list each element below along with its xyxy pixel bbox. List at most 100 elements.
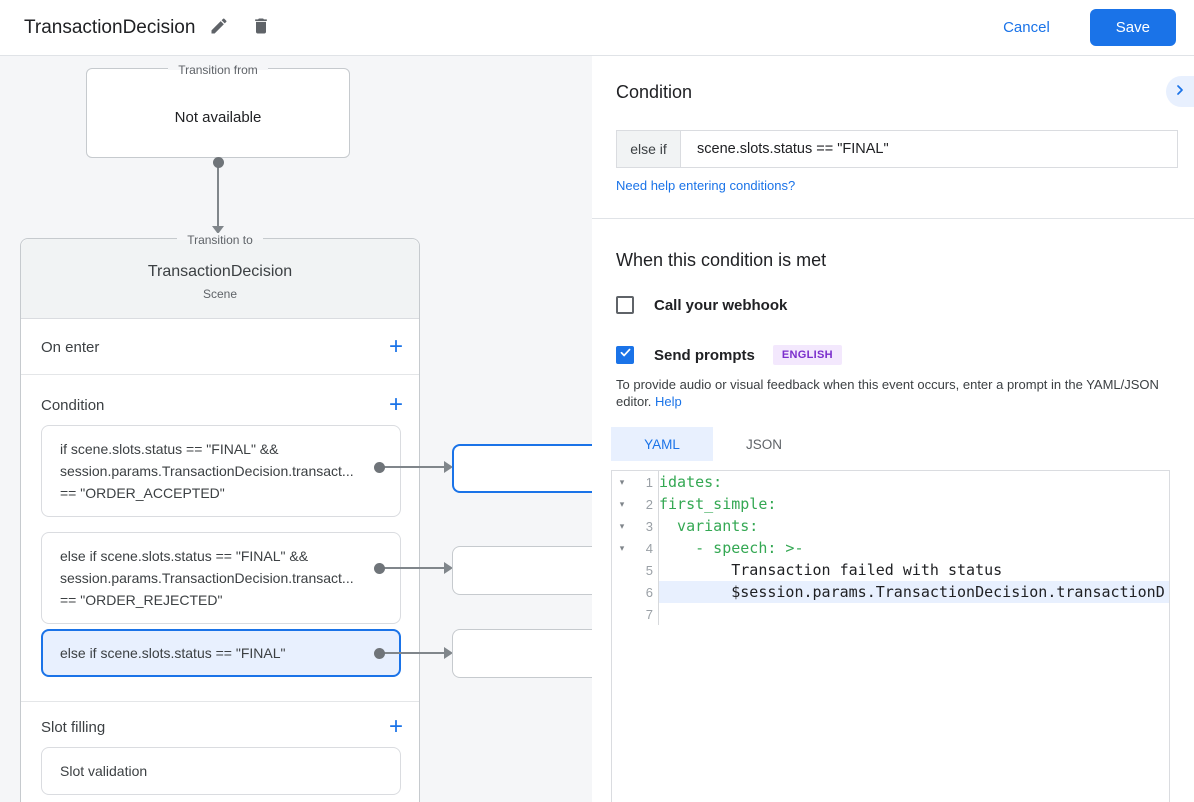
gutter-divider (658, 581, 659, 603)
yaml-code-editor[interactable]: ▾ 1 idates: ▾ 2 first_simple: ▾ 3 varian… (611, 470, 1170, 802)
condition-prefix: else if (617, 131, 681, 167)
connector-dot (374, 563, 385, 574)
when-met-title: When this condition is met (616, 250, 827, 270)
divider (21, 374, 419, 375)
condition-text-line: session.params.TransactionDecision.trans… (60, 570, 354, 586)
fold-arrow-icon[interactable]: ▾ (619, 520, 625, 531)
scene-card-subtitle: Scene (202, 287, 238, 301)
transition-target-box[interactable] (452, 444, 593, 493)
check-icon (619, 346, 632, 364)
chevron-right-icon (1172, 82, 1188, 101)
code-text: Transaction failed with status (659, 561, 1003, 579)
cancel-button[interactable]: Cancel (985, 11, 1068, 44)
condition-text-line: else if scene.slots.status == "FINAL" && (60, 548, 309, 564)
connector-dot (374, 462, 385, 473)
fold-arrow-icon[interactable]: ▾ (619, 476, 625, 487)
top-bar: TransactionDecision Cancel Save (0, 0, 1194, 56)
prompt-description: To provide audio or visual feedback when… (616, 376, 1172, 410)
divider (21, 701, 419, 702)
slot-filling-label: Slot filling (41, 718, 106, 736)
slot-filling-header: Slot filling + (41, 713, 403, 740)
transition-from-content: Not available (174, 109, 262, 126)
arrow-down-icon (212, 226, 224, 234)
arrow-right-icon (444, 562, 453, 574)
gutter-divider (658, 493, 659, 515)
transition-target-box[interactable] (452, 546, 593, 595)
transition-target-box[interactable] (452, 629, 593, 678)
code-text: $session.params.TransactionDecision.tran… (659, 581, 1169, 603)
code-text: variants: (659, 517, 759, 535)
send-prompts-label: Send prompts (654, 346, 755, 364)
connector-line (380, 652, 446, 654)
divider (592, 218, 1194, 219)
pencil-icon (209, 16, 229, 39)
page-title: TransactionDecision (24, 16, 196, 38)
condition-detail-panel: Condition else if Need help entering con… (592, 56, 1194, 802)
delete-scene-button[interactable] (243, 10, 279, 46)
add-on-enter-button[interactable]: + (388, 333, 403, 360)
edit-title-button[interactable] (201, 10, 237, 46)
line-number: 2 (645, 496, 653, 512)
call-webhook-checkbox[interactable] (616, 296, 634, 314)
tab-yaml[interactable]: YAML (611, 427, 713, 461)
line-number: 4 (645, 540, 653, 556)
code-line: ▾ 4 - speech: >- (612, 537, 1169, 559)
conditions-help-link[interactable]: Need help entering conditions? (616, 178, 796, 193)
condition-text-line: session.params.TransactionDecision.trans… (60, 463, 354, 479)
line-number: 5 (645, 562, 653, 578)
topbar-actions: Cancel Save (985, 9, 1176, 46)
condition-section-label: Condition (41, 396, 105, 414)
gutter-divider (658, 559, 659, 581)
gutter-divider (658, 471, 659, 493)
condition-input-group: else if (616, 130, 1178, 168)
line-number: 3 (645, 518, 653, 534)
code-line: 5 Transaction failed with status (612, 559, 1169, 581)
condition-expression-input[interactable] (681, 131, 1177, 167)
code-line-highlighted: 6 $session.params.TransactionDecision.tr… (612, 581, 1169, 603)
scene-card-header[interactable]: TransactionDecision Scene (21, 239, 419, 319)
language-badge: ENGLISH (772, 345, 842, 365)
transition-from-legend: Transition from (168, 63, 268, 77)
condition-text-line: == "ORDER_REJECTED" (60, 592, 223, 608)
collapse-panel-button[interactable] (1166, 76, 1194, 107)
connector-line (217, 162, 219, 228)
line-number: 7 (645, 606, 653, 622)
trash-icon (251, 16, 271, 39)
code-text: - speech: >- (659, 539, 804, 557)
code-line: ▾ 3 variants: (612, 515, 1169, 537)
condition-item-rejected[interactable]: else if scene.slots.status == "FINAL" &&… (41, 532, 401, 624)
condition-section-header: Condition + (41, 391, 403, 418)
on-enter-label: On enter (41, 338, 100, 356)
connector-line (380, 567, 446, 569)
panel-title: Condition (616, 82, 693, 102)
condition-text-line: if scene.slots.status == "FINAL" && (60, 441, 279, 457)
prompt-description-text: To provide audio or visual feedback when… (616, 377, 1159, 409)
editor-tabs: YAML JSON (611, 427, 815, 461)
code-line: 7 (612, 603, 1169, 625)
scene-canvas: Transition from Not available Transition… (0, 56, 593, 802)
code-text: first_simple: (659, 495, 777, 513)
tab-json[interactable]: JSON (745, 436, 782, 452)
fold-arrow-icon[interactable]: ▾ (619, 498, 625, 509)
gutter-divider (658, 515, 659, 537)
line-number: 6 (645, 584, 653, 600)
arrow-right-icon (444, 647, 453, 659)
add-condition-button[interactable]: + (388, 391, 403, 418)
gutter-divider (658, 537, 659, 559)
save-button[interactable]: Save (1089, 9, 1176, 46)
fold-arrow-icon[interactable]: ▾ (619, 542, 625, 553)
webhook-row: Call your webhook (616, 296, 787, 314)
connector-line (380, 466, 446, 468)
line-number: 1 (645, 474, 653, 490)
connector-dot (374, 648, 385, 659)
condition-text-line: else if scene.slots.status == "FINAL" (60, 645, 286, 661)
transition-to-legend: Transition to (177, 233, 263, 247)
condition-text-line: == "ORDER_ACCEPTED" (60, 485, 225, 501)
code-text: idates: (659, 473, 723, 491)
send-prompts-checkbox[interactable] (616, 346, 634, 364)
help-link[interactable]: Help (655, 394, 682, 409)
condition-item-accepted[interactable]: if scene.slots.status == "FINAL" && sess… (41, 425, 401, 517)
add-slot-button[interactable]: + (388, 713, 403, 740)
slot-validation-item[interactable]: Slot validation (41, 747, 401, 795)
condition-item-final-selected[interactable]: else if scene.slots.status == "FINAL" (41, 629, 401, 677)
